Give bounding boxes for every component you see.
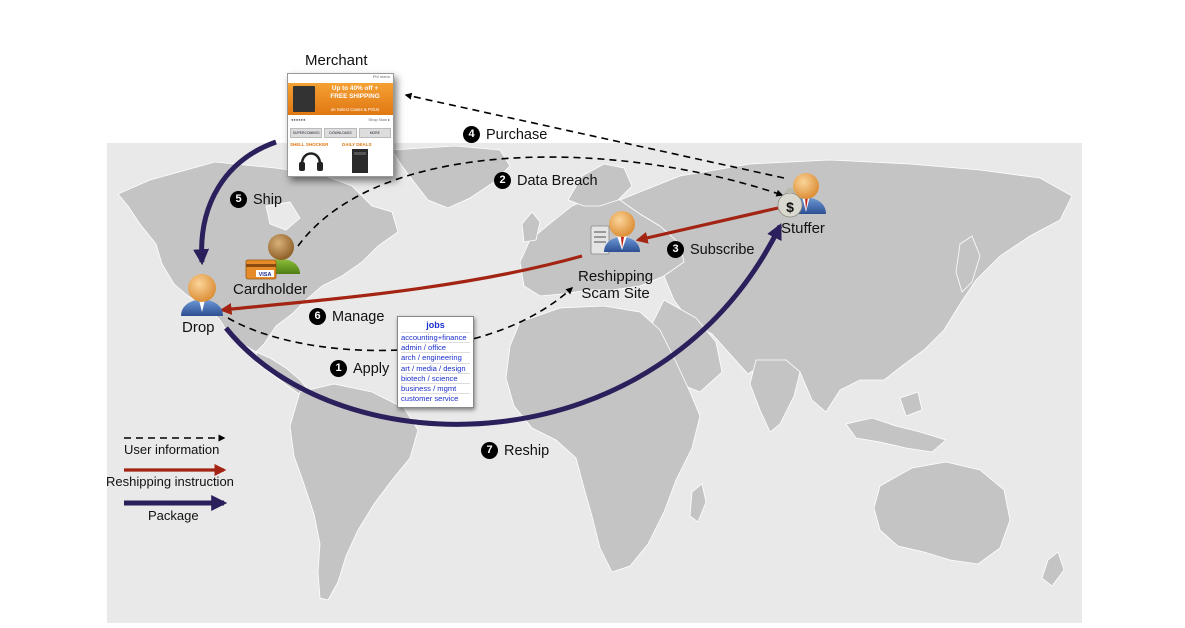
step-label: Reship bbox=[504, 442, 550, 459]
arrow-subscribe bbox=[635, 206, 779, 244]
drop-label: Drop bbox=[182, 319, 215, 336]
reshipping-site-label: Reshipping Scam Site bbox=[578, 268, 653, 302]
jobs-heading: jobs bbox=[426, 320, 445, 330]
cardholder-icon: VISA bbox=[245, 234, 300, 280]
step-reship: 7 Reship bbox=[481, 442, 549, 459]
step-data-breach: 2 Data Breach bbox=[494, 172, 598, 189]
step-number-badge: 4 bbox=[463, 126, 480, 143]
step-label: Subscribe bbox=[690, 241, 755, 258]
japan-shape bbox=[955, 235, 981, 293]
deal-right: DAILY DEALS bbox=[342, 142, 372, 147]
jobs-category-item: art / media / design bbox=[401, 362, 470, 373]
north-america-shape bbox=[117, 161, 399, 353]
asia-shape bbox=[619, 159, 1073, 413]
legend-label-instruction: Reshipping instruction bbox=[106, 474, 234, 489]
step-subscribe: 3 Subscribe bbox=[667, 241, 754, 258]
deal-left: SHELL SHOCKER bbox=[290, 142, 329, 147]
merchant-top-text: Ph! menu bbox=[372, 74, 390, 79]
step-label: Apply bbox=[353, 360, 390, 377]
merchant-deals: SHELL SHOCKER DAILY DEALS bbox=[288, 139, 393, 147]
step-number-badge: 3 bbox=[667, 241, 684, 258]
step-number-badge: 7 bbox=[481, 442, 498, 459]
step-purchase: 4 Purchase bbox=[463, 126, 547, 143]
uk-shape bbox=[521, 211, 541, 243]
cardholder-label: Cardholder bbox=[233, 281, 308, 298]
sea-islands-shape bbox=[845, 417, 947, 453]
south-america-shape bbox=[289, 383, 419, 601]
arrow-data-breach bbox=[297, 156, 784, 247]
arrow-ship bbox=[193, 139, 277, 266]
merchant-label: Merchant bbox=[305, 52, 368, 69]
step-label: Manage bbox=[332, 308, 385, 325]
card-visa-text: VISA bbox=[259, 272, 272, 278]
money-bag-symbol: $ bbox=[786, 199, 794, 215]
madagascar-shape bbox=[689, 483, 707, 523]
banner-line2: FREE SHIPPING bbox=[330, 93, 380, 100]
stuffer-label: Stuffer bbox=[781, 220, 825, 237]
merchant-banner: Up to 40% off + FREE SHIPPING on Select … bbox=[288, 83, 393, 115]
legend-label-package: Package bbox=[148, 508, 199, 523]
merchant-tab: MORE AUTOMATION bbox=[358, 128, 391, 138]
reshipping-site-label-line1: Reshipping bbox=[578, 268, 654, 285]
arrow-purchase bbox=[404, 92, 785, 179]
banner-sub: on Select Cases & PSUs bbox=[330, 107, 380, 112]
arrow-manage bbox=[219, 254, 583, 315]
shop-now-link: Shop Now ▸ bbox=[368, 117, 390, 122]
merchant-products-image bbox=[299, 149, 368, 173]
jobs-category-item: customer service bbox=[401, 393, 470, 403]
jobs-category-item: accounting+finance bbox=[401, 332, 470, 342]
step-manage: 6 Manage bbox=[309, 308, 384, 325]
step-number-badge: 5 bbox=[230, 191, 247, 208]
new-zealand-shape bbox=[1041, 551, 1065, 587]
step-label: Purchase bbox=[486, 126, 548, 143]
jobs-category-item: arch / engineering bbox=[401, 352, 470, 362]
reshipping-site-icon bbox=[590, 211, 640, 255]
step-number-badge: 6 bbox=[309, 308, 326, 325]
jobs-listing-panel: jobs accounting+finance admin / office a… bbox=[397, 316, 474, 408]
australia-shape bbox=[873, 461, 1011, 565]
step-label: Ship bbox=[253, 191, 283, 208]
step-number-badge: 2 bbox=[494, 172, 511, 189]
step-label: Data Breach bbox=[517, 172, 598, 189]
merchant-banner-text: Up to 40% off + FREE SHIPPING bbox=[320, 85, 390, 101]
reshipping-site-label-line2: Scam Site bbox=[581, 285, 650, 302]
merchant-tabs: SUPERCOMBOS DOWNLOADS MORE AUTOMATION bbox=[288, 127, 393, 139]
step-number-badge: 1 bbox=[330, 360, 347, 377]
merchant-tab: SUPERCOMBOS bbox=[290, 128, 323, 138]
merchant-tab: DOWNLOADS bbox=[324, 128, 357, 138]
india-shape bbox=[749, 359, 801, 433]
scandinavia-shape bbox=[567, 163, 633, 207]
continents bbox=[117, 145, 1073, 601]
jobs-category-item: business / mgmt bbox=[401, 383, 470, 393]
legend-label-user-info: User information bbox=[124, 442, 220, 457]
step-ship: 5 Ship bbox=[230, 191, 282, 208]
banner-line1: Up to 40% off + bbox=[331, 85, 379, 92]
drop-icon bbox=[181, 274, 223, 316]
pc-case-image bbox=[293, 86, 315, 112]
jobs-category-item: admin / office bbox=[401, 342, 470, 352]
arrow-reship bbox=[224, 223, 783, 427]
merchant-webpage-thumbnail: Ph! menu Up to 40% off + FREE SHIPPING o… bbox=[287, 73, 394, 177]
arrow-apply bbox=[227, 287, 574, 352]
step-apply: 1 Apply bbox=[330, 360, 389, 377]
merchant-carousel-dots: ●●●●●● Shop Now ▸ bbox=[291, 117, 390, 122]
jobs-category-item: biotech / science bbox=[401, 372, 470, 383]
stuffer-icon: $ bbox=[777, 173, 826, 218]
